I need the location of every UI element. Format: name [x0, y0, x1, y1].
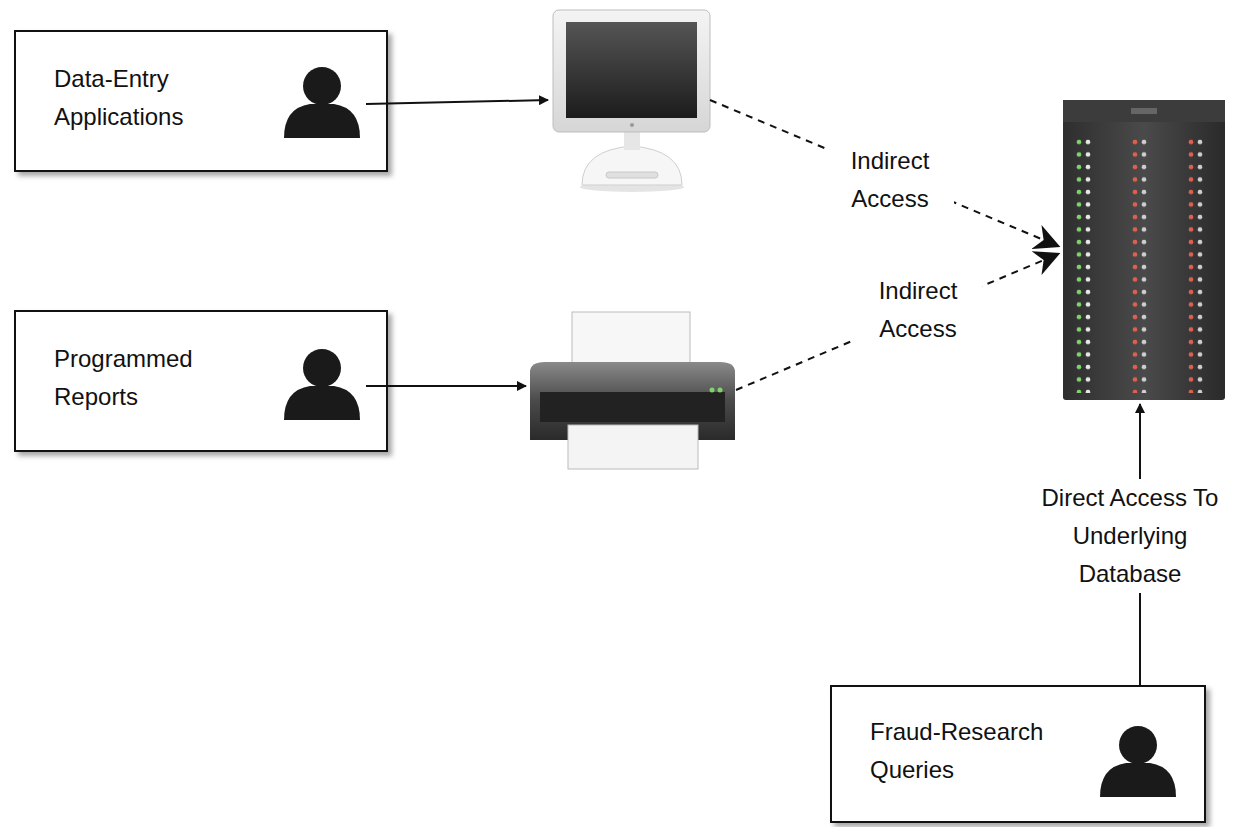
actor-box: Data-Entry Applications: [14, 30, 388, 172]
person-icon: [284, 67, 1176, 797]
box-label: Programmed Reports: [54, 340, 244, 416]
access-lines: [366, 100, 1140, 686]
box-label: Data-Entry Applications: [54, 60, 229, 136]
actor-box: Programmed Reports: [14, 310, 388, 452]
server-icon: [1063, 100, 1225, 400]
line-label: Direct Access To Underlying Database: [1026, 479, 1234, 593]
computer-icon: [553, 10, 710, 192]
actor-box: Fraud-Research Queries: [830, 685, 1206, 823]
printer-icon: [530, 312, 735, 469]
line-label: Indirect Access: [826, 142, 954, 218]
box-label: Fraud-Research Queries: [870, 713, 1085, 789]
line-label: Indirect Access: [854, 272, 982, 348]
